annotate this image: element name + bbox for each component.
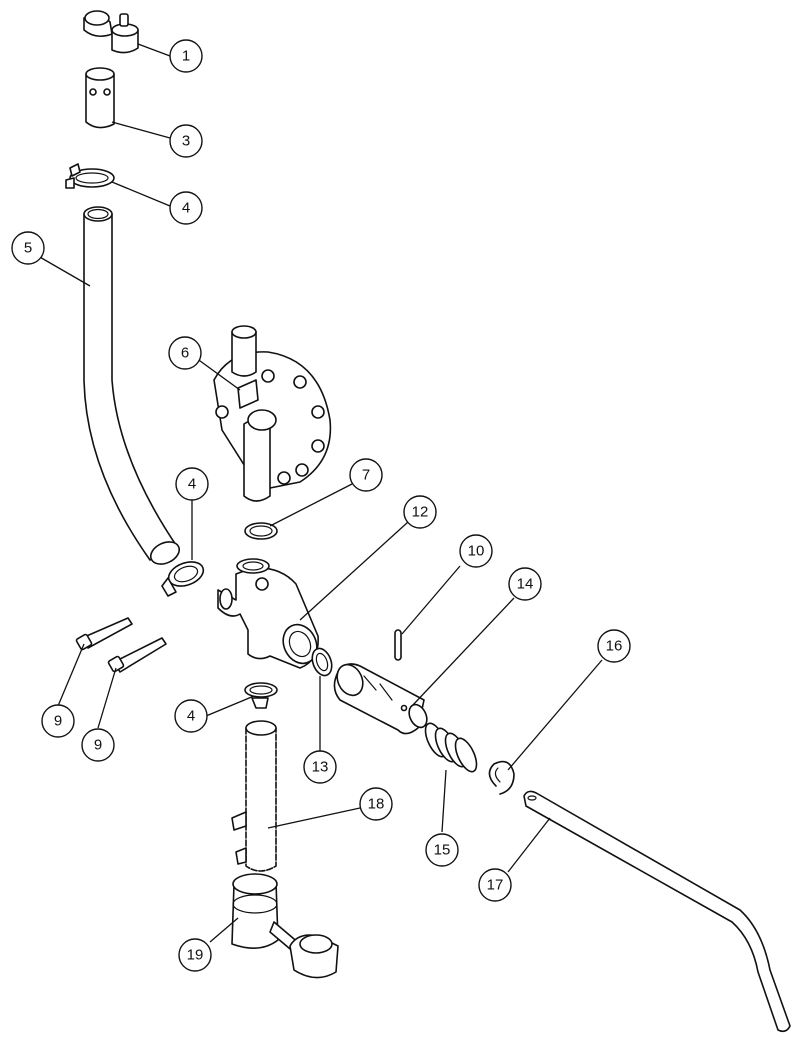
part-19-lower-fitting [231,873,339,979]
leader-16 [507,659,603,771]
callout-3-label: 3 [182,133,190,150]
callout-10-label: 10 [468,543,485,560]
callout-15-label: 15 [434,842,451,859]
part-1-cap [83,10,139,54]
callout-14: 14 [508,567,542,601]
callout-16: 16 [597,629,631,663]
callout-7-label: 7 [362,467,370,484]
callout-6: 6 [168,336,202,370]
part-9-bolt-a [75,617,133,651]
callout-15: 15 [425,833,459,867]
part-18-lower-hose [231,720,277,872]
callout-17-label: 17 [487,877,504,894]
callout-7: 7 [349,458,383,492]
callout-14-label: 14 [517,576,534,593]
part-7-o-ring [244,522,278,540]
leader-18 [267,807,361,829]
callout-9-a: 9 [41,704,75,738]
part-15-spring [424,722,478,773]
callout-4-middle-label: 4 [188,476,196,493]
callout-13: 13 [303,750,337,784]
leader-12 [299,521,409,621]
part-6-pump-housing [213,325,332,502]
leader-1 [137,43,171,57]
leader-9b [97,667,117,729]
callout-18: 18 [359,787,393,821]
leader-lines [37,43,603,943]
callout-9-b: 9 [81,728,115,762]
callout-17: 17 [478,868,512,902]
callout-19: 19 [178,938,212,972]
part-10-pin [394,629,402,661]
part-17-rod [523,790,791,1033]
leader-19 [209,917,239,943]
leader-7 [269,483,353,527]
callout-4-top: 4 [169,191,203,225]
leader-5 [37,255,91,287]
callout-5-label: 5 [24,240,32,257]
part-12-valve-body [217,558,319,669]
callout-9-b-label: 9 [94,737,102,754]
leader-10 [401,565,461,635]
callout-9-a-label: 9 [54,713,62,730]
callout-4-lower: 4 [174,699,208,733]
leader-3 [111,121,171,139]
leader-4c [205,695,255,717]
leader-6 [195,357,241,391]
callout-16-label: 16 [606,638,623,655]
part-4-clamp-top [65,163,115,189]
callout-19-label: 19 [187,947,204,964]
callout-12-label: 12 [412,504,429,521]
leader-4a [111,181,171,207]
part-14-plunger [333,663,428,735]
callout-4-lower-label: 4 [187,708,195,725]
leader-15 [441,769,447,833]
callout-4-top-label: 4 [182,200,190,217]
leader-14 [411,597,515,707]
callout-13-label: 13 [312,759,329,776]
part-3-sleeve [85,67,115,129]
callout-18-label: 18 [368,796,385,813]
callout-1: 1 [169,39,203,73]
part-4-clamp-middle [161,561,205,597]
callout-6-label: 6 [181,345,189,362]
leader-17 [507,817,551,873]
callout-5: 5 [11,231,45,265]
callout-3: 3 [169,124,203,158]
callout-1-label: 1 [182,48,190,65]
callout-4-middle: 4 [175,467,209,501]
leader-9a [57,643,85,707]
callout-10: 10 [459,534,493,568]
part-13-o-ring [311,647,333,677]
part-9-bolt-b [107,637,167,673]
part-4-clamp-lower [244,682,278,709]
part-5-hose [83,206,181,565]
callout-12: 12 [403,495,437,529]
